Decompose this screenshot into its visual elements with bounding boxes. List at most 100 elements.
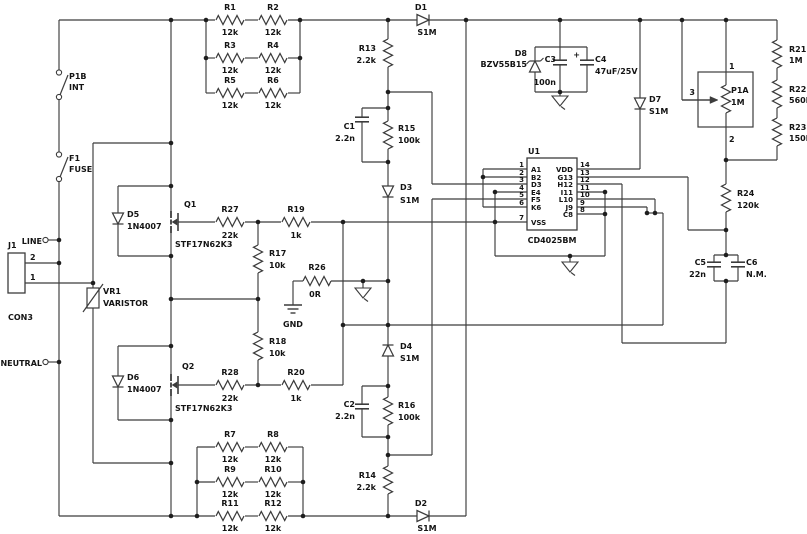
J1-label-2: 2	[30, 253, 36, 262]
R14-label-0: R14	[359, 471, 377, 480]
Q1-label-0: Q1	[184, 200, 197, 209]
R12-label-1: 12k	[265, 524, 282, 533]
R9-label-0: R9	[224, 465, 236, 474]
U1-pin-4: 4	[519, 184, 524, 192]
D2-label-1: S1M	[417, 524, 436, 533]
ground-symbol-2	[560, 261, 580, 276]
C6-label-1: N.M.	[746, 270, 767, 279]
R8-label-0: R8	[267, 430, 279, 439]
C2-label-0: C2	[344, 400, 355, 409]
D1-label-0: D1	[415, 3, 428, 12]
P1B-label-0: P1B	[69, 72, 87, 81]
resistor-R9: R9 12k	[215, 465, 245, 499]
J1-label-3: 1	[30, 273, 36, 282]
P1A-label-4: 1M	[731, 98, 745, 107]
resistor-R22: R22560k	[771, 79, 807, 109]
R6-label-1: 12k	[265, 101, 282, 110]
U1-pinlabel-A1: A1	[531, 166, 541, 174]
R6-label-0: R6	[267, 76, 279, 85]
R26-label-0: R26	[308, 263, 326, 272]
R17-label-1: 10k	[269, 261, 286, 270]
F1-label-0: F1	[69, 154, 80, 163]
D4-label-0: D4	[400, 342, 413, 351]
D6-label-1: 1N4007	[127, 385, 162, 394]
U1-pinlabel-G13: G13	[558, 174, 574, 182]
R18-label-0: R18	[269, 337, 287, 346]
terminal-neutral: NEUTRAL	[0, 358, 49, 368]
U1-pinlabel-H12: H12	[557, 181, 573, 189]
Q2-label-1: STF17N62K3	[175, 404, 232, 413]
U1-pin-6: 6	[519, 199, 524, 207]
U1-pin-7: 7	[519, 214, 524, 222]
R2-label-1: 12k	[265, 28, 282, 37]
R3-label-0: R3	[224, 41, 236, 50]
R3-label-1: 12k	[222, 66, 239, 75]
D3-label-1: S1M	[400, 196, 419, 205]
C6-label-0: C6	[746, 258, 758, 267]
resistor-R12: R12 12k	[258, 499, 288, 533]
R20-label-1: 1k	[291, 394, 303, 403]
R2-label-0: R2	[267, 3, 279, 12]
C3-label-1: 100n	[534, 78, 557, 87]
R5-label-0: R5	[224, 76, 236, 85]
R21-label-0: R21	[789, 45, 807, 54]
c-label-0: GND	[283, 320, 303, 329]
R10-label-1: 12k	[265, 490, 282, 499]
R12-label-0: R12	[264, 499, 281, 508]
capacitor-C6: C6N.M.	[731, 258, 767, 279]
U1-pinlabel-L10: L10	[559, 196, 573, 204]
R9-label-1: 12k	[222, 490, 239, 499]
R26-label-1: 0R	[309, 290, 321, 299]
R15-label-0: R15	[398, 124, 416, 133]
R5-label-1: 12k	[222, 101, 239, 110]
C1-label-0: C1	[344, 122, 356, 131]
terminal-line: LINE	[22, 236, 49, 246]
ground-symbol-gnd: GND	[283, 304, 303, 329]
F1-label-1: FUSE	[69, 165, 92, 174]
resistor-R6: R6 12k	[258, 76, 288, 110]
R13-label-1: 2.2k	[357, 56, 377, 65]
D5-label-0: D5	[127, 210, 140, 219]
R13-label-0: R13	[359, 44, 376, 53]
C4-plus: +	[573, 51, 580, 60]
D7-label-1: S1M	[649, 107, 668, 116]
R24-label-0: R24	[737, 189, 755, 198]
U1-pinlabel-VDD: VDD	[556, 166, 573, 174]
D4-label-1: S1M	[400, 354, 419, 363]
R27-label-1: 22k	[222, 231, 239, 240]
resistor-R3: R3 12k	[215, 41, 245, 75]
D1-label-1: S1M	[417, 28, 436, 37]
R16-label-0: R16	[398, 401, 416, 410]
P1A-label-2: 3	[689, 88, 695, 97]
C5-label-1: 22n	[689, 270, 706, 279]
U1-pin-10: 10	[580, 191, 590, 199]
U1-pin-8: 8	[580, 206, 585, 214]
Q2-label-0: Q2	[182, 362, 194, 371]
U1-pinlabel-F5: F5	[531, 196, 541, 204]
wires-layer	[25, 19, 778, 517]
LINE-label-0: LINE	[22, 237, 42, 246]
R16-label-1: 100k	[398, 413, 421, 422]
R28-label-0: R28	[221, 368, 239, 377]
resistor-R13: R13 2.2k	[357, 38, 394, 68]
VR1-label-0: VR1	[103, 287, 121, 296]
R22-label-1: 560k	[789, 96, 807, 105]
U1-pinlabel-J9: J9	[565, 204, 574, 212]
U1-pinlabel-I11: I11	[561, 189, 573, 197]
U1-pinlabel-C8: C8	[563, 211, 573, 219]
U1-pinlabel-D3: D3	[531, 181, 542, 189]
